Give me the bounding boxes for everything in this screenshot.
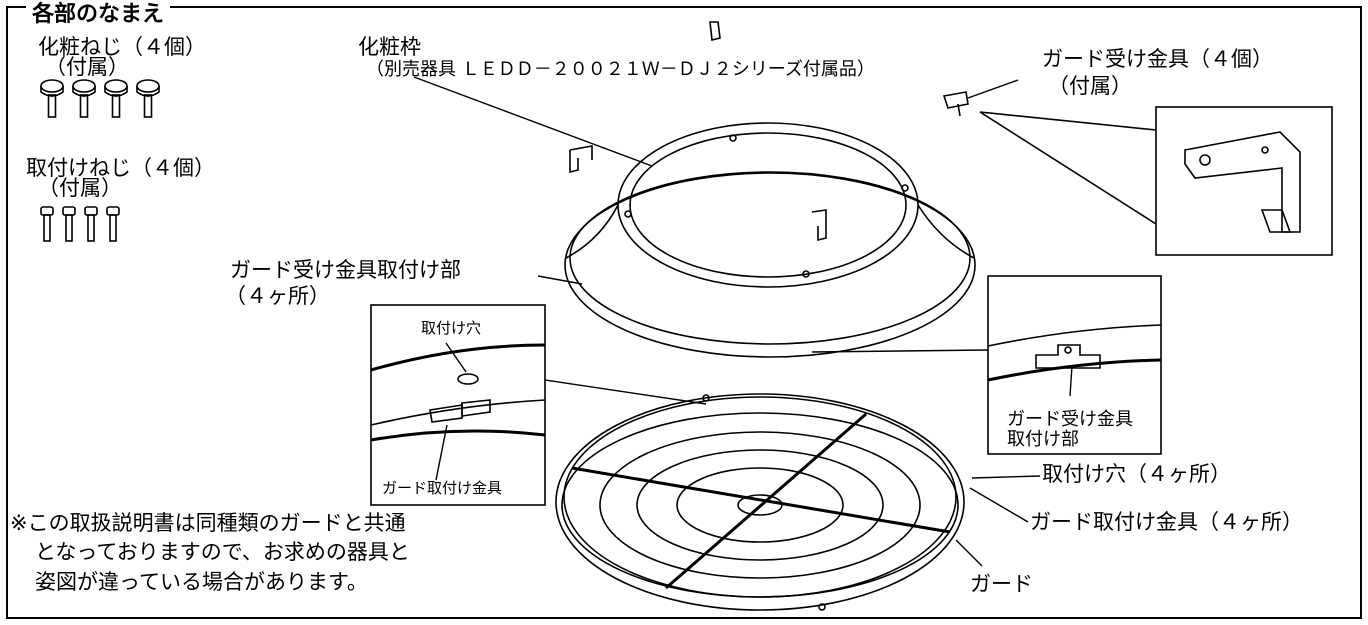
guard-drawing bbox=[555, 393, 965, 611]
mount-screw-sub-label: （付属） bbox=[38, 176, 122, 200]
bracket-left bbox=[569, 145, 593, 174]
inset-bracket-mount-label: ガード受け金具 bbox=[1007, 409, 1133, 430]
decor-screw-sub-label: （付属） bbox=[45, 55, 129, 79]
note-line-1: ※この取扱説明書は同種類のガードと共通 bbox=[10, 511, 406, 535]
mount-hole-label: 取付け穴（４ヶ所） bbox=[1042, 462, 1231, 486]
inset-bracket-mount-label-2: 取付け部 bbox=[1007, 429, 1079, 450]
note-line-2: となっておりますので、お求めの器具と bbox=[35, 540, 410, 564]
section-title: 各部のなまえ bbox=[26, 0, 171, 28]
mount-screw-label: 取付けねじ（４個） bbox=[26, 156, 215, 180]
guard-bracket-mount-count: （４ヶ所） bbox=[225, 284, 330, 308]
guard-label: ガード bbox=[970, 572, 1033, 596]
diagram-frame: 各部のなまえ bbox=[6, 0, 1362, 619]
guard-bracket-mount-label: ガード受け金具取付け部 bbox=[230, 258, 461, 282]
guard-fitting-label: ガード取付け金具（４ヶ所） bbox=[1030, 510, 1303, 534]
decor-frame-label: 化粧枠 bbox=[358, 35, 421, 59]
guard-bracket-sub-label: （付属） bbox=[1048, 74, 1132, 98]
inset-mount-box bbox=[987, 275, 1162, 455]
bracket-top bbox=[709, 21, 721, 41]
mount-screw-icons bbox=[40, 206, 120, 242]
decor-screw-label: 化粧ねじ（４個） bbox=[38, 35, 206, 59]
leader-lines bbox=[413, 76, 1073, 567]
inset-bracket-box bbox=[1155, 106, 1333, 256]
bracket-right bbox=[942, 91, 969, 117]
inset-guard-fitting-label: ガード取付け金具 bbox=[382, 479, 503, 497]
decor-frame-drawing bbox=[564, 122, 976, 358]
guard-bracket-label: ガード受け金具（４個） bbox=[1042, 47, 1273, 71]
inset-hole-label: 取付け穴 bbox=[421, 319, 482, 337]
decor-screw-icons bbox=[40, 79, 160, 118]
inset-hole-box bbox=[370, 304, 546, 506]
note-line-3: 姿図が違っている場合があります。 bbox=[35, 570, 368, 594]
decor-frame-sub-label: （別売器具 ＬＥＤＤ－２００２１Ｗ－ＤＪ２シリーズ付属品） bbox=[366, 59, 875, 80]
inset-bracket-part bbox=[1184, 131, 1301, 233]
bracket-center bbox=[811, 209, 827, 242]
